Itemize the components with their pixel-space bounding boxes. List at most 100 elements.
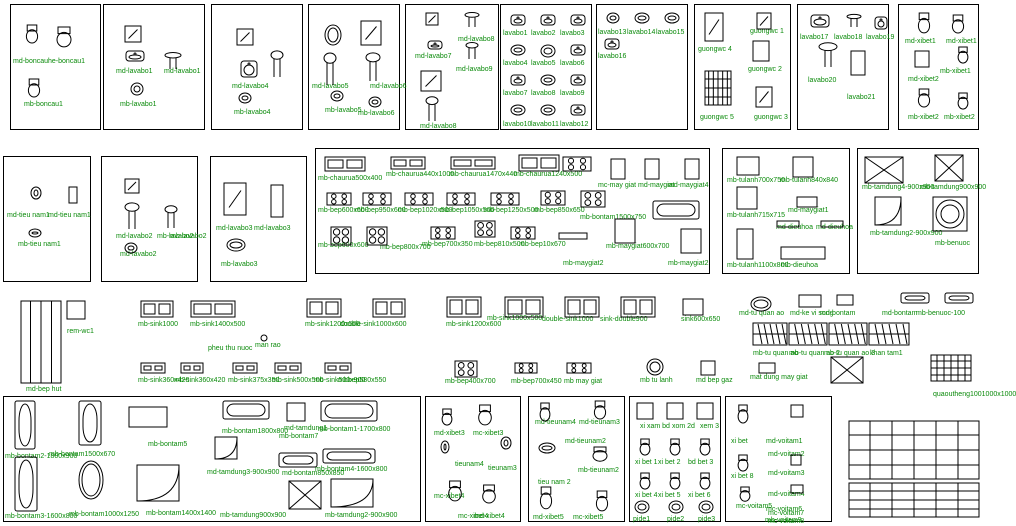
symbol-label: mb-bep810x500: [474, 241, 525, 248]
symbol-label: xi bet: [731, 438, 748, 445]
mirror-symbol: [756, 12, 772, 30]
range-hood: [798, 294, 822, 308]
symbol-label: lavabo6: [560, 60, 585, 67]
lavabo-plan: [124, 242, 138, 254]
symbol-label: lavabo18: [834, 34, 863, 41]
symbol-label: md-boncauhe-boncau1: [13, 58, 85, 65]
symbol-label: mb-tamdung2-900x900: [870, 230, 943, 237]
symbol-label: mb-lavabo1: [120, 101, 157, 108]
sink: [140, 362, 166, 374]
corner-bathtub: [136, 464, 180, 502]
symbol-label: guongwc 5: [700, 114, 734, 121]
toilet-plan: [737, 404, 749, 424]
symbol-label: tieunam3: [488, 465, 517, 472]
symbol-label: mb-sink500x500: [272, 377, 324, 384]
symbol-label: mb-sink1200x500: [305, 321, 361, 328]
bathtub: [900, 292, 930, 304]
corner-bathtub: [128, 406, 168, 428]
symbol-label: man rao: [255, 342, 281, 349]
symbol-label: lavabo20: [808, 77, 837, 84]
symbol-panel-p9: [797, 4, 889, 130]
symbol-label: mb-bontam4-1600x800: [315, 466, 388, 473]
lavabo-plan: [240, 60, 258, 78]
toilet-plan: [699, 438, 711, 456]
symbol-label: mb-bontam1400x1400: [146, 510, 217, 517]
lavabo-plan: [606, 12, 620, 24]
symbol-label: mc-voitam5: [736, 503, 773, 510]
squat-toilet: [666, 402, 684, 420]
symbol-label: mc-xibet5: [573, 514, 604, 521]
symbol-panel-p1: [10, 4, 101, 130]
symbol-label: mb-dieuhoa: [781, 262, 818, 269]
symbol-label: lavabo15: [656, 29, 685, 36]
symbol-label: lavabo8: [531, 90, 556, 97]
symbol-label: xi bet 1: [635, 459, 658, 466]
air-conditioner: [776, 220, 800, 228]
fridge: [736, 228, 754, 260]
kitchen-cabinet: [848, 482, 980, 518]
symbol-label: guongwc 1: [750, 28, 784, 35]
washing-machine: [610, 158, 626, 180]
lavabo-plan: [368, 96, 382, 108]
symbol-panel-p13: [210, 156, 307, 282]
sink: [446, 296, 482, 318]
squat-toilet: [696, 402, 714, 420]
bidet: [698, 500, 714, 514]
symbol-label: xi bet 6: [688, 492, 711, 499]
symbol-label: md-lavabo6: [370, 83, 407, 90]
lavabo-plan: [570, 44, 586, 56]
symbol-label: mb-maygiat2: [563, 260, 604, 267]
mirror-symbol: [236, 28, 254, 46]
lavabo-elevation: [323, 52, 337, 85]
bathtub: [78, 400, 102, 446]
symbol-label: md-bep hut: [26, 386, 62, 393]
toilet-elevation: [448, 480, 462, 502]
symbol-label: mb-bontam2-1800x900: [5, 453, 78, 460]
symbol-panel-p8: [694, 4, 791, 130]
symbol-label: mb-bep950x600: [355, 207, 406, 214]
symbol-label: mb-bontam3-1600x800: [5, 513, 78, 520]
symbol-label: mb-bontam1800x800: [222, 428, 289, 435]
symbol-panel-p2: [103, 4, 205, 130]
symbol-label: md-lavabo9: [456, 66, 493, 73]
symbol-label: mb-bep1250x500: [484, 207, 539, 214]
symbol-label: lavabo5: [531, 60, 556, 67]
cooktop: [454, 360, 478, 378]
symbol-label: mc-voitam6: [766, 506, 803, 513]
symbol-label: mb-tulanh1100x800: [727, 262, 789, 269]
symbol-label: md-xibet5: [533, 514, 564, 521]
symbol-label: mb-bontam1500x670: [49, 451, 116, 458]
symbol-label: khan tam1: [870, 350, 903, 357]
double-sink: [372, 298, 406, 318]
symbol-label: mb-bep1050x500: [440, 207, 495, 214]
wardrobe: [868, 322, 910, 346]
symbol-label: md bep gaz: [696, 377, 733, 384]
cooktop: [430, 226, 456, 240]
floor-drain: [260, 334, 268, 342]
sink: [682, 298, 704, 316]
symbol-label: mb-sink1400x500: [190, 321, 246, 328]
toilet-plan: [699, 472, 711, 490]
symbol-label: mb-lavabo3: [221, 261, 258, 268]
shower-curtain: [20, 300, 62, 384]
symbol-label: xi xam bd: [640, 423, 670, 430]
symbol-label: mb-tulanh700x750: [727, 177, 785, 184]
symbol-label: bd bet 3: [688, 459, 714, 466]
toilet-plan: [739, 486, 751, 502]
symbol-label: md-maygiat1: [788, 207, 829, 214]
microwave: [836, 294, 854, 306]
symbol-label: mb-tamdung900x900: [920, 184, 987, 191]
symbol-label: mb-tu quan ao 3: [824, 350, 875, 357]
symbol-label: md-lavabo1: [164, 68, 201, 75]
faucet: [790, 454, 802, 466]
air-conditioner: [796, 196, 818, 208]
double-sink: [620, 296, 656, 318]
symbol-label: mb-tu quan ao 2: [789, 350, 840, 357]
lavabo-elevation: [270, 50, 284, 77]
symbol-label: mb-bontam5: [148, 441, 188, 448]
mirror-symbol: [223, 182, 247, 216]
cooktop: [566, 362, 592, 374]
symbol-label: mb-chaurua440x1000: [386, 171, 455, 178]
toilet-plan: [539, 402, 551, 422]
